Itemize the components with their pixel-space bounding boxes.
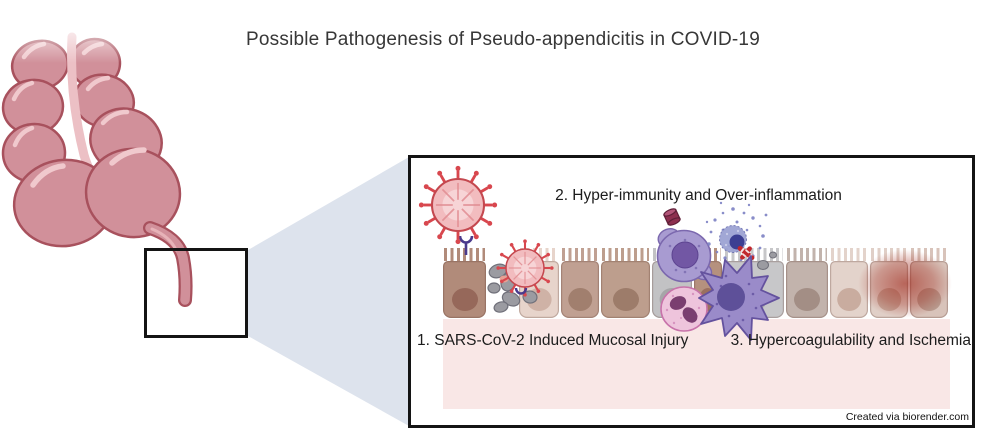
zoom-wedge-shape bbox=[248, 157, 409, 426]
neutrophil-icon bbox=[660, 286, 708, 332]
ace2-receptor-icon bbox=[514, 287, 528, 295]
pathology-panel: 2. Hyper-immunity and Over-inflammation … bbox=[408, 155, 975, 428]
mucosa-background bbox=[443, 319, 950, 409]
magnifier-box bbox=[144, 248, 248, 338]
epithelial-cell bbox=[443, 248, 486, 318]
mast-cell-icon bbox=[705, 201, 768, 262]
page-title: Possible Pathogenesis of Pseudo-appendic… bbox=[246, 29, 760, 50]
intestine-appendix-illustration bbox=[0, 15, 210, 307]
label-step3: 3. Hypercoagulability and Ischemia bbox=[730, 332, 971, 349]
cytokine-icon bbox=[663, 208, 681, 226]
appendix-tail bbox=[143, 221, 193, 307]
macrophage-icon bbox=[698, 255, 780, 341]
credit-note: Created via biorender.com bbox=[845, 411, 969, 423]
epithelial-cell bbox=[561, 248, 599, 318]
microthrombus-icon bbox=[737, 245, 755, 261]
cell-debris-icon bbox=[757, 251, 777, 270]
top-fade-overlay bbox=[0, 15, 210, 63]
organisms-overlay bbox=[411, 158, 780, 341]
ace2-receptor-icon bbox=[458, 235, 474, 255]
epithelial-cell bbox=[601, 248, 650, 318]
label-step1: 1. SARS-CoV-2 Induced Mucosal Injury bbox=[417, 332, 689, 349]
epithelial-cell bbox=[786, 248, 828, 318]
sars-cov-2-virion-icon bbox=[419, 166, 497, 244]
ischemia-blur bbox=[840, 236, 970, 331]
label-step2: 2. Hyper-immunity and Over-inflammation bbox=[555, 187, 842, 204]
